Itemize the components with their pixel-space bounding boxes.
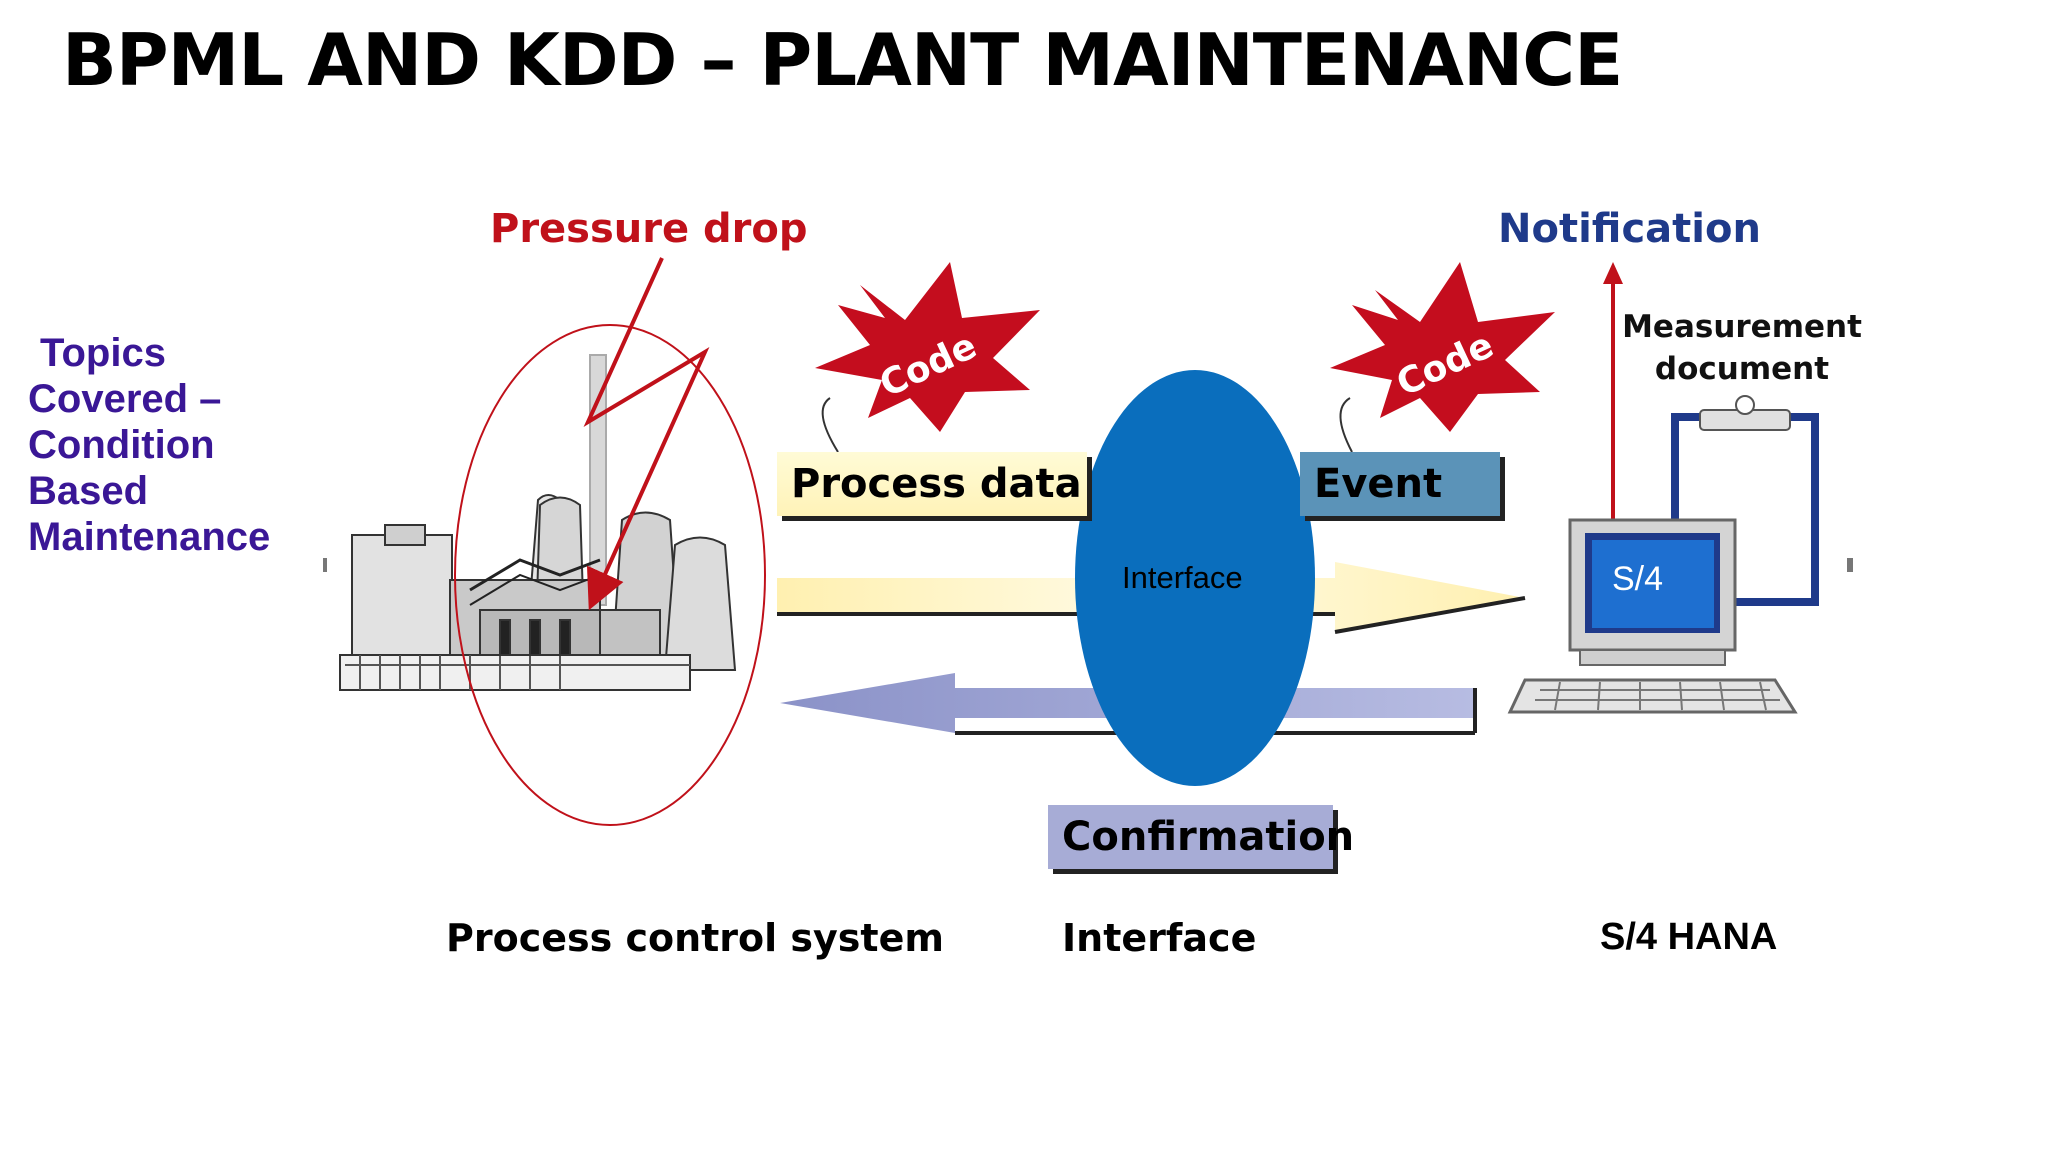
topics-line: Condition [28, 423, 215, 467]
interface-section-label: Interface [1062, 916, 1257, 960]
pressure-drop-lightning-arrow [583, 257, 710, 611]
confirmation-box: Confirmation [1048, 805, 1354, 869]
measurement-document-label: Measurement document [1622, 309, 1862, 387]
left-edge-tick [323, 558, 327, 572]
computer-icon [1507, 518, 1798, 714]
code-connector-left [821, 397, 839, 453]
s4-hana-label: S/4 HANA [1600, 916, 1778, 958]
code-burst-right-icon: Code [1330, 262, 1555, 432]
industrial-plant-icon [339, 354, 737, 691]
computer-screen-label: S/4 [1612, 560, 1664, 598]
plant-highlight-ellipse [454, 324, 766, 826]
interface-ellipse [1075, 370, 1315, 786]
right-edge-tick [1847, 558, 1853, 572]
topics-line: Covered – [28, 377, 222, 421]
notification-label: Notification [1498, 206, 1761, 252]
code-connector-right [1339, 397, 1353, 453]
topics-line: Topics [40, 331, 166, 375]
code-burst-left-icon: Code [815, 262, 1040, 432]
topics-covered-text: Topics Covered – Condition Based Mainten… [28, 330, 308, 560]
clipboard-icon [1671, 395, 1819, 606]
process-control-system-label: Process control system [446, 916, 944, 960]
pressure-drop-label: Pressure drop [490, 206, 808, 252]
topics-line: Maintenance [28, 515, 271, 559]
process-data-box: Process data [777, 452, 1087, 516]
topics-line: Based [28, 469, 149, 513]
event-box: Event [1300, 452, 1500, 516]
page-title: BPML AND KDD – PLANT MAINTENANCE [62, 18, 1623, 102]
interface-ellipse-label: Interface [1122, 560, 1243, 595]
